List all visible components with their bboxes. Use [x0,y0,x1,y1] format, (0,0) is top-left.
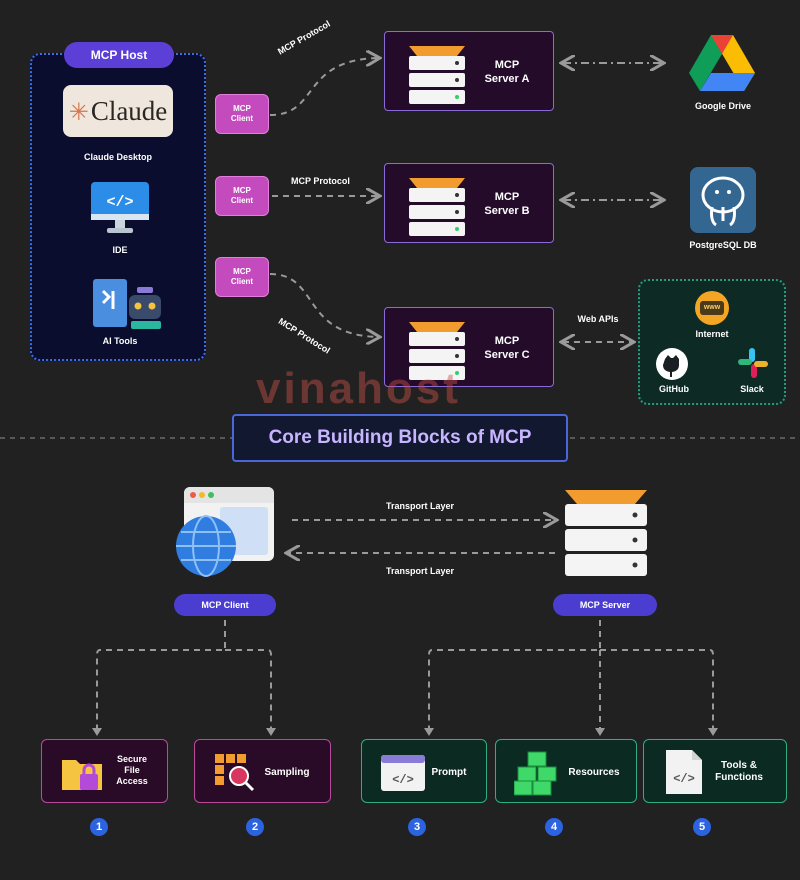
www-label: www [700,301,724,315]
card-tools-functions: </> Tools & Functions [643,739,787,803]
badge-number-5: 5 [693,818,711,836]
internet-icon: www [695,291,729,325]
card-sampling-label: Sampling [264,767,310,778]
slack-icon [738,348,768,378]
client-label-line2: Client [230,114,254,123]
client-branch [96,620,272,733]
host-item-ide: IDE [112,245,128,255]
server-a-line2: Server A [484,73,530,85]
ai-tools-icon [93,279,161,329]
claude-logo-text: Claude [90,96,168,126]
client-label-line2: Client [230,196,254,205]
card-secure-line3: Access [116,776,148,786]
section-title: Core Building Blocks of MCP [232,414,568,462]
server-b-line2: Server B [484,205,530,217]
ide-monitor-icon: </> [91,182,149,233]
mcp-host-title: MCP Host [64,42,174,68]
server-b-line1: MCP [494,191,520,203]
svg-text:</>: </> [673,772,695,786]
server-stack-icon [409,178,465,236]
server-c-line1: MCP [494,335,520,347]
server-stack-icon [409,322,465,380]
client-label-line1: MCP [233,267,251,276]
badge-number-2: 2 [246,818,264,836]
transport-layer-label-bottom: Transport Layer [385,566,455,576]
card-secure-line1: Secure [116,754,148,764]
google-drive-icon [689,35,755,91]
client-label-line1: MCP [233,104,251,113]
github-icon [656,348,688,380]
svg-text:</>: </> [392,773,414,787]
connector-client-a [269,58,378,116]
mcp-server-pill: MCP Server [553,594,657,616]
host-item-claude-desktop: Claude Desktop [83,152,152,162]
card-resources: Resources [495,739,637,803]
mcp-client-1: MCP Client [215,94,269,134]
github-label: GitHub [659,384,689,394]
card-prompt: </> Prompt [361,739,487,803]
card-sampling: Sampling [194,739,331,803]
watermark: vinahost [256,364,461,413]
card-prompt-label: Prompt [431,767,467,778]
code-file-icon: </> [666,750,702,794]
mcp-client-pill: MCP Client [174,594,276,616]
server-stack-icon-large [565,490,647,576]
web-apis-label: Web APIs [577,314,619,324]
host-item-ai-tools: AI Tools [102,336,138,346]
card-secure-file-access: Secure File Access [41,739,168,803]
mcp-client-3: MCP Client [215,257,269,297]
badge-number-4: 4 [545,818,563,836]
server-stack-icon [409,46,465,104]
card-tools-line1: Tools & [721,760,757,771]
google-drive-label: Google Drive [694,101,751,111]
client-label-line2: Client [230,277,254,286]
server-branch [428,620,714,733]
sampling-grid-icon [215,754,255,792]
claude-logo: ✳Claude [63,85,173,137]
claude-star-icon: ✳ [68,100,89,126]
card-resources-label: Resources [568,767,620,778]
server-c-line2: Server C [484,349,530,361]
card-tools-line2: Functions [715,772,763,783]
mcp-server-c: MCP Server C [384,307,554,387]
mcp-client-2: MCP Client [215,176,269,216]
mcp-server-a: MCP Server A [384,31,554,111]
protocol-label-b: MCP Protocol [291,176,350,186]
card-secure-line2: File [124,765,140,775]
postgresql-icon [690,167,756,233]
globe-icon [176,515,236,577]
client-label-line1: MCP [233,186,251,195]
connector-client-c [269,273,378,337]
locked-folder-icon [62,760,102,790]
badge-number-1: 1 [90,818,108,836]
transport-layer-label-top: Transport Layer [385,501,455,511]
resources-cubes-icon [514,751,557,796]
badge-number-3: 3 [408,818,426,836]
server-a-line1: MCP [494,59,520,71]
postgresql-label: PostgreSQL DB [689,240,757,250]
prompt-window-icon: </> [381,755,425,791]
internet-label: Internet [695,329,729,339]
mcp-server-b: MCP Server B [384,163,554,243]
slack-label: Slack [740,384,764,394]
svg-text:</>: </> [106,194,133,211]
